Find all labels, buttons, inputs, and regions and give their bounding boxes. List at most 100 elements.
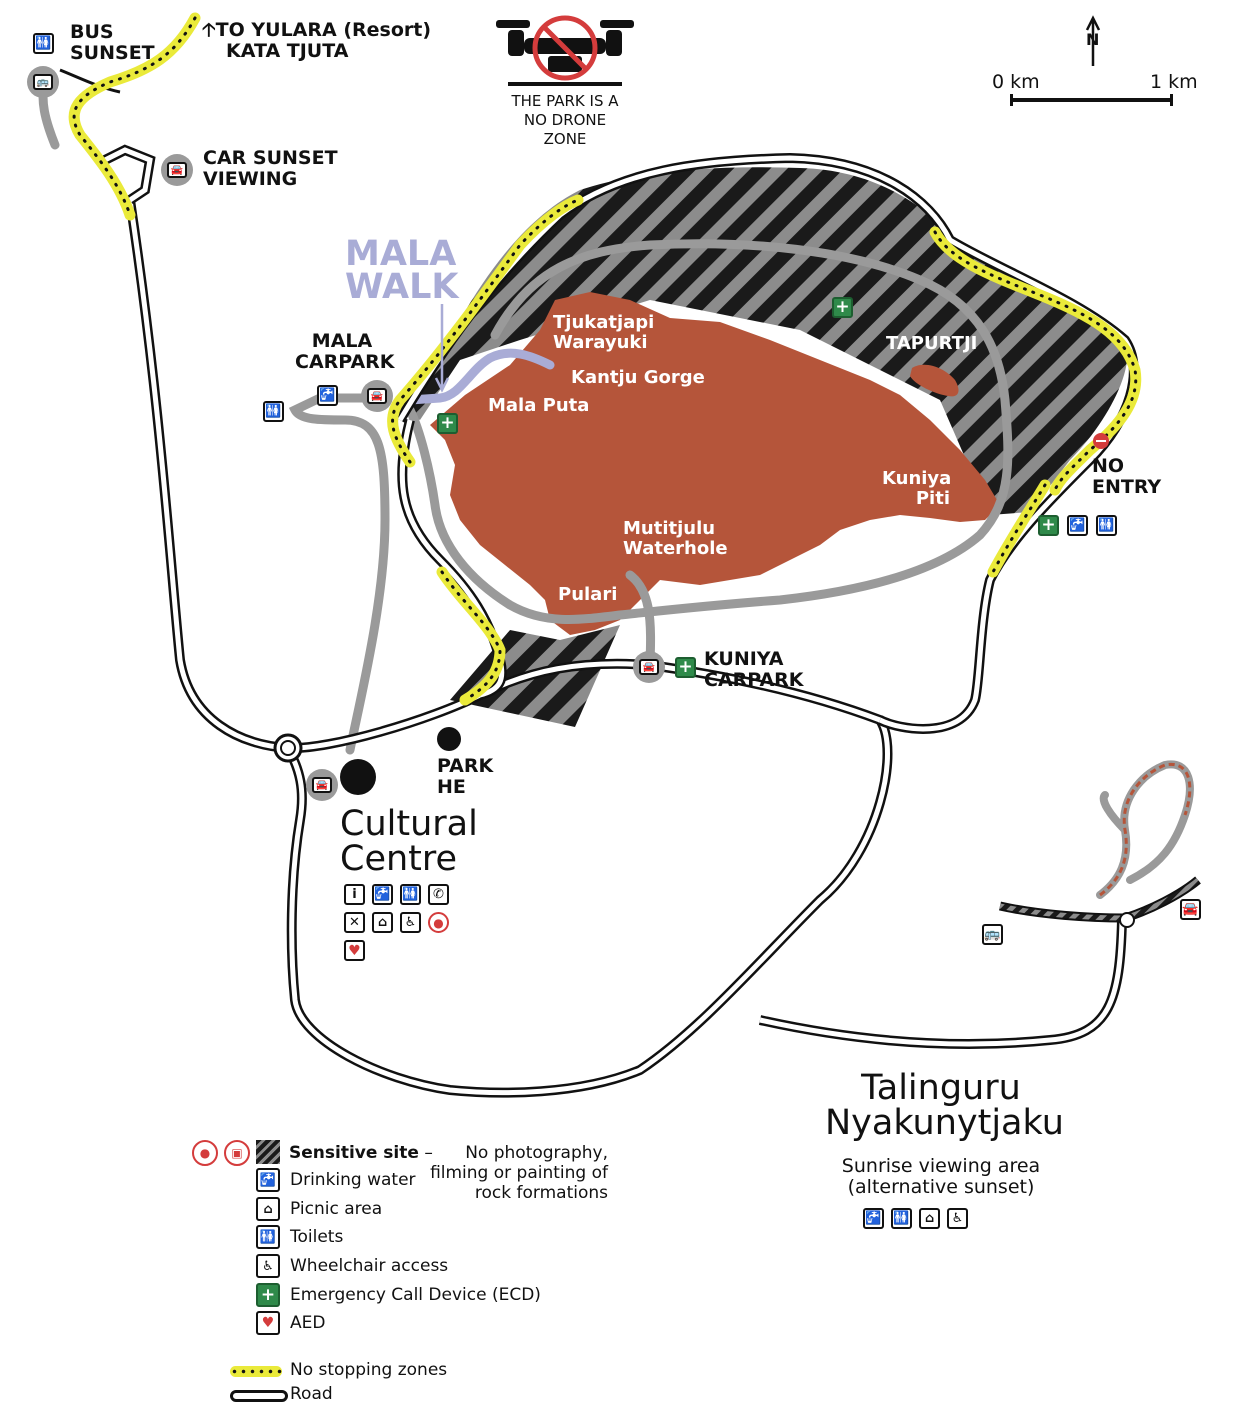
sunrise-label: Sunrise viewing area (alternative sunset…: [825, 1156, 1057, 1198]
legend-toilets-text: Toilets: [290, 1227, 344, 1247]
no-camera-icon: ●: [428, 912, 449, 933]
toilets-icon: 🚻: [1096, 515, 1117, 536]
mutitjulu-label: Mutitjulu Waterhole: [623, 519, 728, 559]
bus-sunset-label: BUS SUNSET: [70, 22, 155, 64]
toilets-icon: 🚻: [263, 401, 284, 422]
no-filming-icon: ▣: [224, 1140, 250, 1166]
kuniya-walk: [625, 570, 656, 665]
picnic-icon: ⌂: [372, 912, 393, 933]
drone-notice: THE PARK IS A NO DRONE ZONE: [496, 92, 634, 149]
sensitive-site-title: Sensitive site –: [289, 1143, 433, 1163]
legend-wheelchair: ♿ Wheelchair access: [256, 1253, 448, 1279]
bus-sunset-line-2: SUNSET: [70, 42, 155, 64]
carpark-track: [288, 393, 390, 755]
kuniya-piti-label: Kuniya Piti: [882, 468, 952, 509]
toilets-icon: 🚻: [400, 884, 421, 905]
kuniya-piti-line-2: Piti: [915, 488, 950, 509]
no-drone-icon: [488, 12, 642, 86]
no-camera-icon: ●: [192, 1140, 218, 1166]
mala-carpark-marker: 🚘: [361, 380, 393, 412]
food-icon: ✕: [344, 912, 365, 933]
talinguru-line-2: Nyakunytjaku: [825, 1103, 1064, 1143]
toilets-icon: 🚻: [891, 1208, 912, 1229]
toilets-icon: 🚻: [33, 33, 54, 54]
talinguru-line-1: Talinguru: [861, 1068, 1021, 1108]
drinking-water-icon: 🚰: [1067, 515, 1088, 536]
uluru-rock: [430, 292, 1000, 635]
legend-drinking-water-text: Drinking water: [290, 1170, 416, 1190]
base-walk: [405, 239, 1013, 624]
emergency-call-icon: +: [832, 297, 853, 318]
no-entry-icon: [1093, 433, 1109, 449]
tjukatjapi-line-2: Warayuki: [553, 332, 648, 353]
cultural-centre-dot: [340, 759, 376, 795]
legend-picnic-area: ⌂ Picnic area: [256, 1196, 382, 1222]
legend-toilets: 🚻 Toilets: [256, 1224, 343, 1250]
road-key: [230, 1390, 288, 1402]
sunrise-line-2: (alternative sunset): [847, 1176, 1035, 1198]
bus-sunset-line-1: BUS: [70, 21, 114, 43]
talinguru-label: Talinguru Nyakunytjaku: [825, 1068, 1064, 1143]
legend-ecd: + Emergency Call Device (ECD): [256, 1282, 541, 1308]
legend-no-stopping-text: No stopping zones: [290, 1360, 448, 1380]
no-entry-label: NO ENTRY: [1092, 456, 1161, 498]
kuniya-carpark-line-1: KUNIYA: [704, 648, 784, 670]
mala-carpark-label: MALA CARPARK: [295, 331, 395, 373]
tapurtji-label: TAPURTJI: [886, 333, 978, 354]
aed-icon: ♥: [256, 1311, 280, 1335]
emergency-call-icon: +: [256, 1283, 280, 1307]
drinking-water-icon: 🚰: [256, 1168, 280, 1192]
pulari-label: Pulari: [558, 584, 618, 605]
cultural-centre-carpark-marker: 🚘: [306, 769, 338, 801]
kuniya-carpark-label: KUNIYA CARPARK: [704, 649, 804, 691]
car-icon: 🚘: [1180, 899, 1201, 920]
no-stopping-zones: [68, 12, 1142, 706]
car-sunset-label: CAR SUNSET VIEWING: [203, 148, 338, 190]
sunrise-line-1: Sunrise viewing area: [841, 1155, 1041, 1177]
no-entry-line-2: ENTRY: [1092, 476, 1162, 498]
drinking-water-icon: 🚰: [863, 1208, 884, 1229]
toilets-icon: 🚻: [256, 1225, 280, 1249]
aed-icon: ♥: [344, 940, 365, 961]
bus-icon: 🚌: [982, 924, 1003, 945]
to-yulara-label: 🡡TO YULARA (Resort) KATA TJUTA: [202, 20, 431, 62]
mala-carpark-line-2: CARPARK: [295, 351, 395, 373]
mala-walk-line-2: WALK: [345, 267, 459, 307]
tapurtji-rock: [910, 364, 959, 397]
no-stopping-key: [230, 1366, 282, 1377]
bus-icon: 🚌: [33, 74, 53, 90]
info-icon: i: [344, 884, 365, 905]
kuniya-piti-line-1: Kuniya: [882, 468, 952, 489]
car-sunset-line-1: CAR SUNSET: [203, 147, 338, 169]
park-he-dot: [437, 727, 461, 751]
tjukatjapi-line-1: Tjukatjapi: [553, 312, 655, 333]
mala-walk-arrow: [434, 304, 450, 393]
sensitive-site-title-text: Sensitive site: [289, 1143, 419, 1163]
up-arrow-icon: 🡡: [202, 19, 216, 41]
park-he-line-1: PARK: [437, 755, 494, 777]
mala-walk-line-1: MALA: [345, 234, 457, 274]
mutitjulu-line-2: Waterhole: [623, 538, 728, 559]
kuniya-carpark-marker: 🚘: [633, 651, 665, 683]
sensitive-site-desc: No photography, filming or painting of r…: [430, 1143, 608, 1203]
bus-road-top: [59, 68, 121, 94]
mala-walk-track: [405, 348, 555, 405]
mala-puta-label: Mala Puta: [488, 395, 590, 416]
emergency-call-icon: +: [437, 413, 458, 434]
legend-drinking-water: 🚰 Drinking water: [256, 1167, 416, 1193]
talinguru-viewing-area: [999, 760, 1201, 928]
car-icon: 🚘: [312, 777, 332, 793]
scale-one: 1 km: [1150, 71, 1198, 93]
cultural-centre-line-2: Centre: [340, 839, 458, 879]
wheelchair-icon: ♿: [400, 912, 421, 933]
drinking-water-icon: 🚰: [372, 884, 393, 905]
to-yulara-line-1: TO YULARA (Resort): [215, 19, 432, 41]
car-icon: 🚘: [367, 388, 387, 404]
legend-picnic-area-text: Picnic area: [290, 1199, 383, 1219]
legend-aed-text: AED: [290, 1313, 326, 1333]
legend-road-text: Road: [290, 1384, 333, 1404]
to-yulara-line-2: KATA TJUTA: [226, 40, 349, 62]
wheelchair-icon: ♿: [256, 1254, 280, 1278]
sensitive-site-sep: –: [418, 1143, 433, 1163]
